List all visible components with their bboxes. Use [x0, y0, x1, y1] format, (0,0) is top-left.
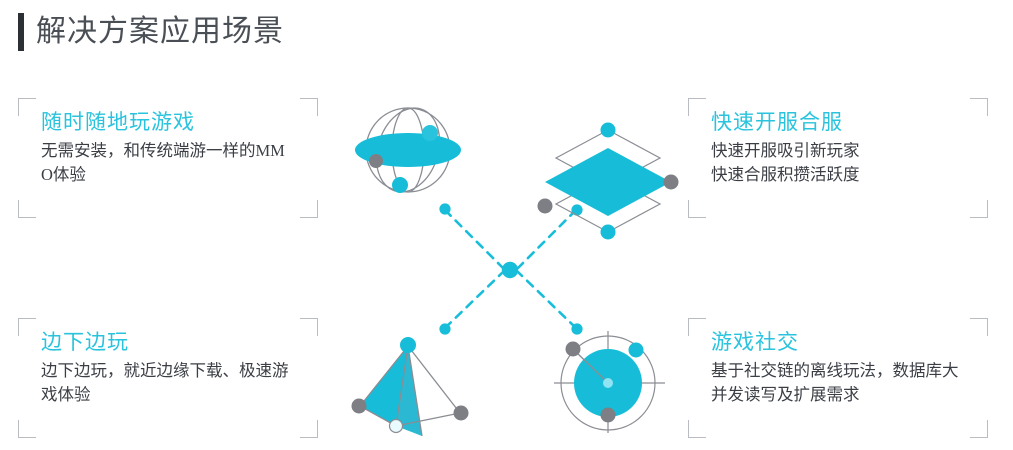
corner-bracket-tr-icon [300, 98, 318, 116]
tetra-vertex-dot [453, 405, 469, 421]
feature-card-description-line: 边下边玩，就近边缘下载、极速游 [41, 361, 289, 380]
corner-bracket-tl-icon [18, 98, 36, 116]
tetra-vertex-dot [400, 337, 416, 353]
feature-card-description-line: 快速开服吸引新玩家 [711, 141, 860, 160]
x-connector-icon [439, 203, 583, 335]
corner-bracket-tr-icon [970, 98, 988, 116]
connector-endpoint-dot [571, 204, 583, 216]
globe-node-dot [369, 154, 383, 168]
radar-node-dot [628, 342, 644, 358]
layer-node-dot [663, 174, 679, 190]
feature-card-description-line: 并发读写及扩展需求 [711, 385, 860, 404]
radar-circle-icon [554, 331, 665, 433]
tetra-vertex-dot [351, 398, 367, 414]
feature-card-description: 无需安装，和传统端游一样的MM O体验 [41, 139, 309, 187]
tetra-face-left [360, 346, 408, 426]
page-title: 解决方案应用场景 [36, 15, 284, 48]
layers-highlight-plane [545, 148, 671, 216]
corner-bracket-tr-icon [970, 318, 988, 336]
feature-card-top-right[interactable]: 快速开服合服 快速开服吸引新玩家 快速合服积攒活跃度 [688, 98, 988, 218]
corner-bracket-tl-icon [18, 318, 36, 336]
radar-center-dot [603, 378, 613, 388]
corner-bracket-br-icon [970, 200, 988, 218]
feature-card-title: 随时随地玩游戏 [41, 110, 195, 134]
corner-bracket-bl-icon [18, 200, 36, 218]
corner-bracket-br-icon [300, 420, 318, 438]
tetrahedron-icon [351, 337, 469, 437]
corner-bracket-bl-icon [18, 420, 36, 438]
feature-card-top-left[interactable]: 随时随地玩游戏 无需安装，和传统端游一样的MM O体验 [18, 98, 318, 218]
feature-card-description: 快速开服吸引新玩家 快速合服积攒活跃度 [711, 139, 979, 187]
connector-endpoint-dot [439, 203, 451, 215]
layer-node-dot [600, 122, 616, 138]
feature-card-title: 边下边玩 [41, 330, 129, 354]
connector-endpoint-dot [439, 323, 451, 335]
connector-center-node [501, 261, 519, 279]
feature-card-description-line: O体验 [41, 165, 86, 184]
feature-card-description: 基于社交链的离线玩法，数据库大 并发读写及扩展需求 [711, 359, 979, 407]
connector-endpoint-dot [571, 323, 583, 335]
corner-bracket-br-icon [300, 200, 318, 218]
page-header: 解决方案应用场景 [0, 0, 1013, 68]
tetra-vertex-dot [388, 418, 404, 434]
feature-card-bottom-left[interactable]: 边下边玩 边下边玩，就近边缘下载、极速游 戏体验 [18, 318, 318, 438]
feature-card-bottom-right[interactable]: 游戏社交 基于社交链的离线玩法，数据库大 并发读写及扩展需求 [688, 318, 988, 438]
tetra-face-front [396, 346, 422, 436]
corner-bracket-tl-icon [688, 318, 706, 336]
feature-card-description-line: 戏体验 [41, 385, 91, 404]
layer-node-dot [537, 198, 553, 214]
globe-orbit-icon [355, 107, 461, 193]
feature-card-description-line: 无需安装，和传统端游一样的MM [41, 141, 285, 160]
corner-bracket-tl-icon [688, 98, 706, 116]
layer-node-dot [600, 224, 616, 240]
globe-node-dot [422, 125, 438, 141]
globe-node-dot [392, 177, 408, 193]
feature-card-description-line: 基于社交链的离线玩法，数据库大 [711, 361, 959, 380]
corner-bracket-bl-icon [688, 200, 706, 218]
feature-card-description: 边下边玩，就近边缘下载、极速游 戏体验 [41, 359, 309, 407]
stacked-layers-icon [537, 122, 679, 240]
feature-card-title: 快速开服合服 [711, 110, 843, 134]
corner-bracket-tr-icon [300, 318, 318, 336]
center-diagram [340, 88, 680, 438]
corner-bracket-bl-icon [688, 420, 706, 438]
feature-card-description-line: 快速合服积攒活跃度 [711, 165, 860, 184]
feature-card-title: 游戏社交 [711, 330, 799, 354]
title-accent-bar [18, 13, 24, 51]
corner-bracket-br-icon [970, 420, 988, 438]
radar-node-dot [600, 407, 616, 423]
radar-node-dot [565, 341, 581, 357]
